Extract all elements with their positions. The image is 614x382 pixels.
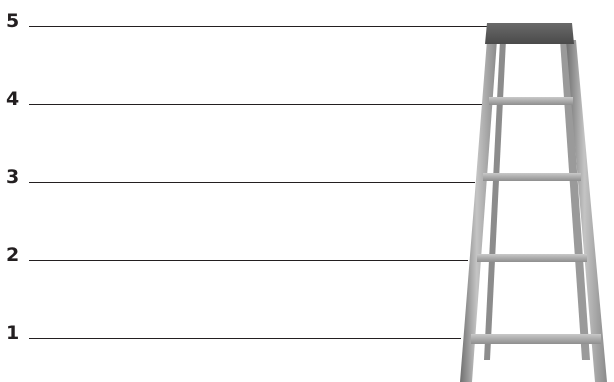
ladder-rung-3 [483, 173, 581, 181]
ladder-rung-4 [489, 97, 573, 105]
ladder-rung-1 [471, 334, 601, 344]
ladder-rung-2 [477, 254, 587, 262]
ladder-top-cap [485, 23, 574, 44]
